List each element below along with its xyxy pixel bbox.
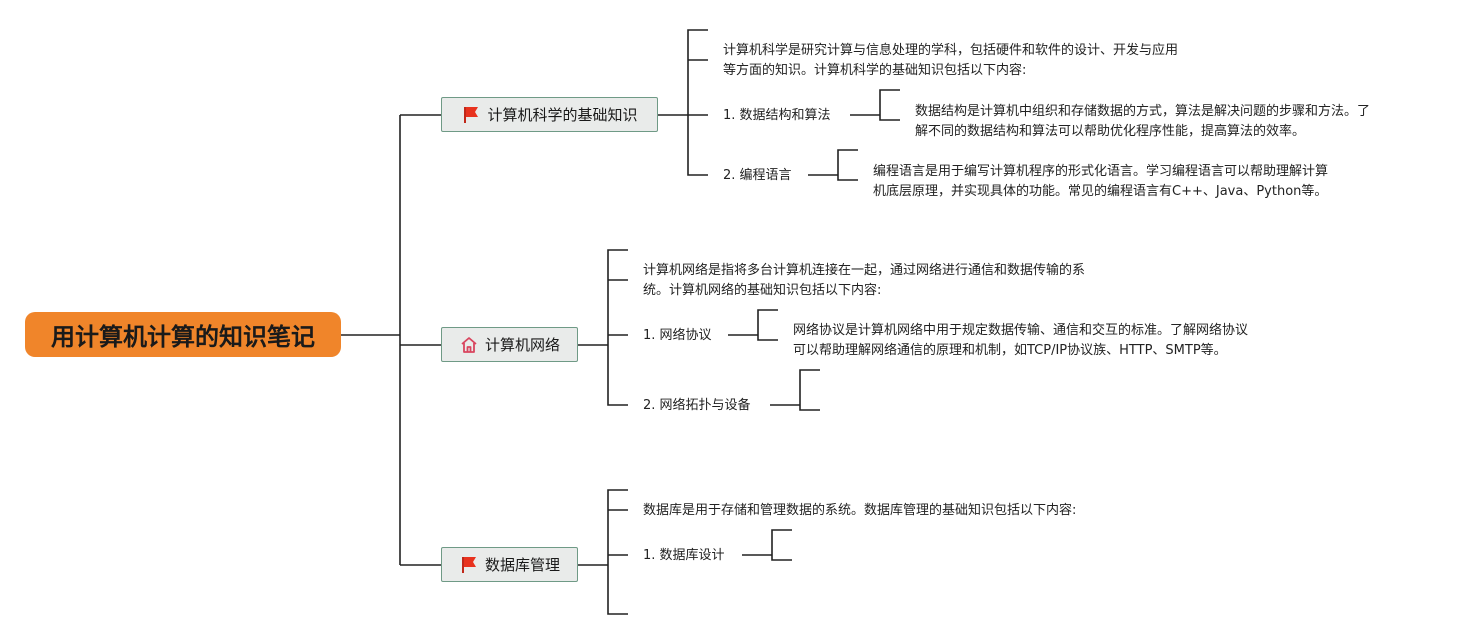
home-icon — [459, 335, 479, 355]
intro-line: 计算机科学是研究计算与信息处理的学科，包括硬件和软件的设计、开发与应用 — [723, 43, 1179, 58]
topic-label: 数据库管理 — [484, 556, 560, 574]
desc-line: 编程语言是用于编写计算机程序的形式化语言。学习编程语言可以帮助理解计算 — [873, 164, 1329, 179]
subtopic-programming-languages[interactable]: 2. 编程语言 — [723, 168, 792, 183]
topic-computer-networks[interactable]: 计算机网络 — [441, 327, 578, 362]
subtopic-database-design[interactable]: 1. 数据库设计 — [643, 548, 725, 563]
subtopic-data-structures[interactable]: 1. 数据结构和算法 — [723, 108, 831, 123]
intro-line: 计算机网络是指将多台计算机连接在一起，通过网络进行通信和数据传输的系 — [643, 263, 1086, 278]
topic-database-management[interactable]: 数据库管理 — [441, 547, 578, 582]
topic-computer-science-basics[interactable]: 计算机科学的基础知识 — [441, 97, 658, 132]
root-topic[interactable]: 用计算机计算的知识笔记 — [25, 312, 341, 357]
subtopic-network-protocols[interactable]: 1. 网络协议 — [643, 328, 712, 343]
topic-label: 计算机科学的基础知识 — [487, 106, 638, 124]
subtopic-network-topology[interactable]: 2. 网络拓扑与设备 — [643, 398, 751, 413]
red-flag-icon — [461, 105, 481, 125]
desc-line: 解不同的数据结构和算法可以帮助优化程序性能，提高算法的效率。 — [915, 124, 1306, 139]
red-flag-icon — [459, 555, 479, 575]
desc-line: 网络协议是计算机网络中用于规定数据传输、通信和交互的标准。了解网络协议 — [793, 323, 1249, 338]
desc-line: 可以帮助理解网络通信的原理和机制，如TCP/IP协议族、HTTP、SMTP等。 — [793, 343, 1227, 358]
desc-line: 机底层原理，并实现具体的功能。常见的编程语言有C++、Java、Python等。 — [873, 184, 1328, 199]
intro-line: 数据库是用于存储和管理数据的系统。数据库管理的基础知识包括以下内容: — [643, 503, 1077, 518]
topic-label: 计算机网络 — [484, 336, 560, 354]
intro-line: 等方面的知识。计算机科学的基础知识包括以下内容: — [723, 63, 1027, 78]
root-topic-label: 用计算机计算的知识笔记 — [51, 323, 315, 351]
desc-line: 数据结构是计算机中组织和存储数据的方式，算法是解决问题的步骤和方法。了 — [915, 104, 1371, 119]
intro-line: 统。计算机网络的基础知识包括以下内容: — [643, 283, 882, 298]
